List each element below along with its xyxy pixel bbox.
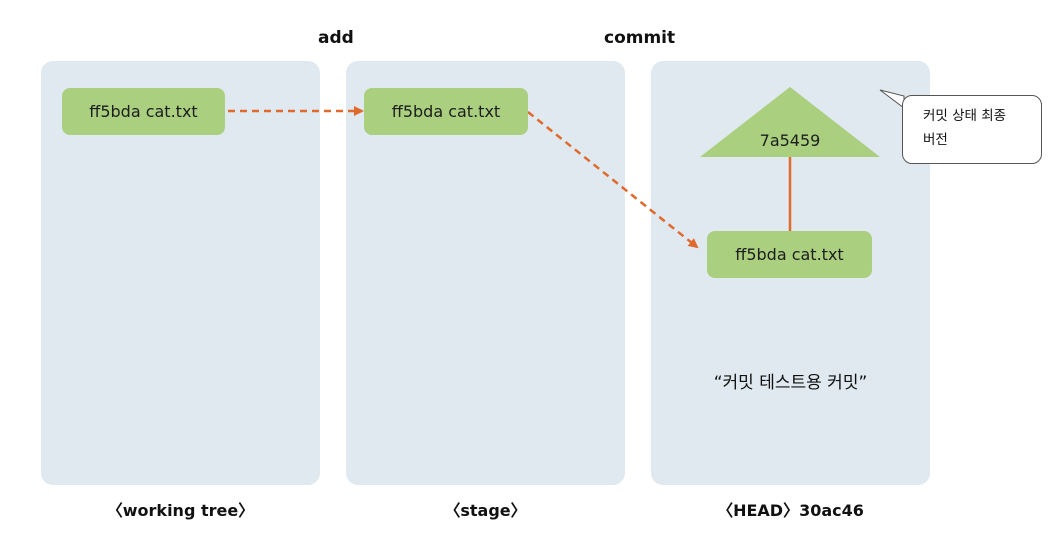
working-tree-file: ff5bda cat.txt bbox=[62, 88, 225, 135]
callout-line-1: 커밋 상태 최종 bbox=[923, 108, 1007, 124]
stage-caption: 〈stage〉 bbox=[444, 501, 527, 520]
add-label: add bbox=[318, 28, 354, 48]
commit-arrow bbox=[527, 111, 699, 249]
stage-file: ff5bda cat.txt bbox=[364, 88, 528, 135]
tree-triangle bbox=[700, 87, 880, 157]
tree-hash-label: 7a5459 bbox=[759, 131, 821, 150]
head-file: ff5bda cat.txt bbox=[707, 231, 872, 278]
head-caption: 〈HEAD〉30ac46 bbox=[717, 501, 864, 520]
commit-label: commit bbox=[604, 28, 676, 48]
callout-line-2: 버전 bbox=[923, 132, 948, 148]
commit-message: “커밋 테스트용 커밋” bbox=[713, 373, 868, 393]
working-tree-caption: 〈working tree〉 bbox=[106, 501, 255, 520]
callout-note: 커밋 상태 최종 버전 bbox=[902, 95, 1042, 164]
